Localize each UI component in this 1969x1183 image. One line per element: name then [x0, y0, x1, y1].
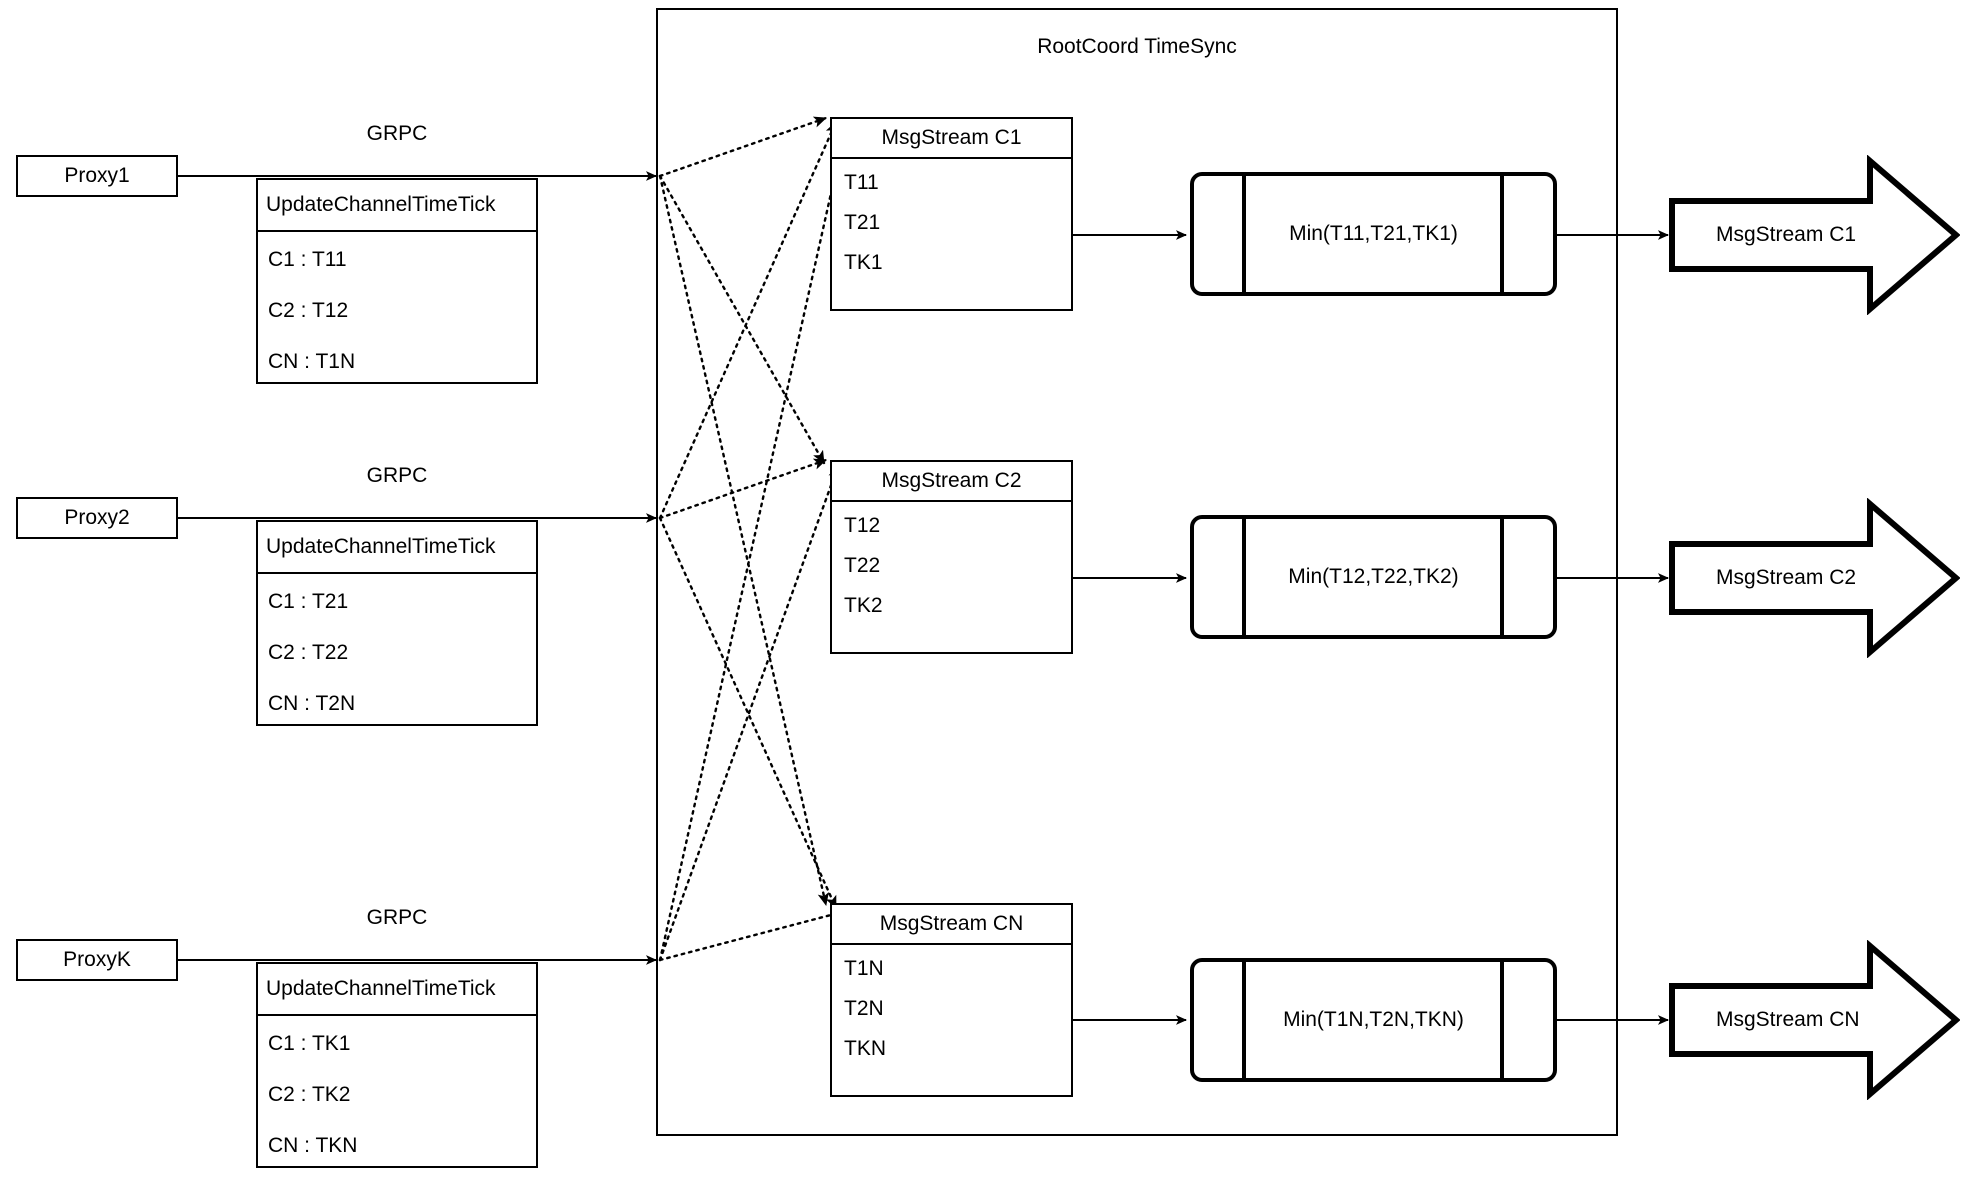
output-arrow-label-3: MsgStream CN	[1716, 1008, 1860, 1031]
tick-row: C2 : T12	[268, 299, 349, 322]
update-channel-timetick-box-3: UpdateChannelTimeTick C1 : TK1 C2 : TK2 …	[256, 962, 538, 1168]
container-title: RootCoord TimeSync	[1037, 35, 1237, 58]
output-arrow-label-2: MsgStream C2	[1716, 566, 1857, 589]
msgstream-row: TK1	[844, 251, 883, 274]
min-process-label-2: Min(T12,T22,TK2)	[1288, 565, 1459, 588]
msgstream-row: T2N	[844, 997, 884, 1020]
process-left-bar	[1242, 962, 1246, 1078]
msgstream-rows-3: T1N T2N TKN	[832, 945, 1071, 1095]
msgstream-row: T11	[844, 171, 879, 194]
tick-row: CN : T1N	[268, 350, 356, 373]
tick-row: C2 : TK2	[268, 1083, 351, 1106]
msgstream-row: TK2	[844, 594, 883, 617]
tick-row: C2 : T22	[268, 641, 349, 664]
msgstream-title-2: MsgStream C2	[832, 462, 1071, 502]
msgstream-row: T1N	[844, 957, 884, 980]
proxy-box-2[interactable]: Proxy2	[16, 497, 178, 539]
rootcoord-timesync-container	[656, 8, 1618, 1136]
msgstream-box-2: MsgStream C2 T12 T22 TK2	[830, 460, 1073, 654]
msgstream-box-1: MsgStream C1 T11 T21 TK1	[830, 117, 1073, 311]
min-process-box-2: Min(T12,T22,TK2)	[1190, 515, 1557, 639]
output-arrow-label-1: MsgStream C1	[1716, 223, 1857, 246]
update-channel-timetick-box-2: UpdateChannelTimeTick C1 : T21 C2 : T22 …	[256, 520, 538, 726]
process-right-bar	[1500, 176, 1504, 292]
grpc-label-1: GRPC	[366, 122, 428, 145]
process-right-bar	[1500, 519, 1504, 635]
update-channel-timetick-box-1: UpdateChannelTimeTick C1 : T11 C2 : T12 …	[256, 178, 538, 384]
tick-row: CN : TKN	[268, 1134, 358, 1157]
min-process-box-1: Min(T11,T21,TK1)	[1190, 172, 1557, 296]
msgstream-row: TKN	[844, 1037, 886, 1060]
msgstream-row: T12	[844, 514, 881, 537]
tick-row: C1 : TK1	[268, 1032, 351, 1055]
proxy-box-3[interactable]: ProxyK	[16, 939, 178, 981]
tick-rows-3: C1 : TK1 C2 : TK2 CN : TKN	[258, 1016, 536, 1166]
msgstream-rows-1: T11 T21 TK1	[832, 159, 1071, 309]
min-process-label-1: Min(T11,T21,TK1)	[1289, 222, 1458, 245]
grpc-label-3: GRPC	[366, 906, 428, 929]
grpc-label-2: GRPC	[366, 464, 428, 487]
min-process-label-3: Min(T1N,T2N,TKN)	[1283, 1008, 1464, 1031]
tick-row: C1 : T21	[268, 590, 349, 613]
process-left-bar	[1242, 176, 1246, 292]
tick-title-1: UpdateChannelTimeTick	[258, 180, 536, 232]
output-block-arrow-1: MsgStream C1	[1668, 155, 1960, 315]
tick-rows-2: C1 : T21 C2 : T22 CN : T2N	[258, 574, 536, 724]
proxy-box-1[interactable]: Proxy1	[16, 155, 178, 197]
process-left-bar	[1242, 519, 1246, 635]
msgstream-rows-2: T12 T22 TK2	[832, 502, 1071, 652]
msgstream-row: T21	[844, 211, 881, 234]
min-process-box-3: Min(T1N,T2N,TKN)	[1190, 958, 1557, 1082]
msgstream-box-3: MsgStream CN T1N T2N TKN	[830, 903, 1073, 1097]
tick-row: CN : T2N	[268, 692, 356, 715]
tick-row: C1 : T11	[268, 248, 347, 271]
msgstream-title-3: MsgStream CN	[832, 905, 1071, 945]
output-block-arrow-2: MsgStream C2	[1668, 498, 1960, 658]
tick-title-2: UpdateChannelTimeTick	[258, 522, 536, 574]
process-right-bar	[1500, 962, 1504, 1078]
output-block-arrow-3: MsgStream CN	[1668, 940, 1960, 1100]
msgstream-title-1: MsgStream C1	[832, 119, 1071, 159]
msgstream-row: T22	[844, 554, 881, 577]
tick-title-3: UpdateChannelTimeTick	[258, 964, 536, 1016]
tick-rows-1: C1 : T11 C2 : T12 CN : T1N	[258, 232, 536, 382]
